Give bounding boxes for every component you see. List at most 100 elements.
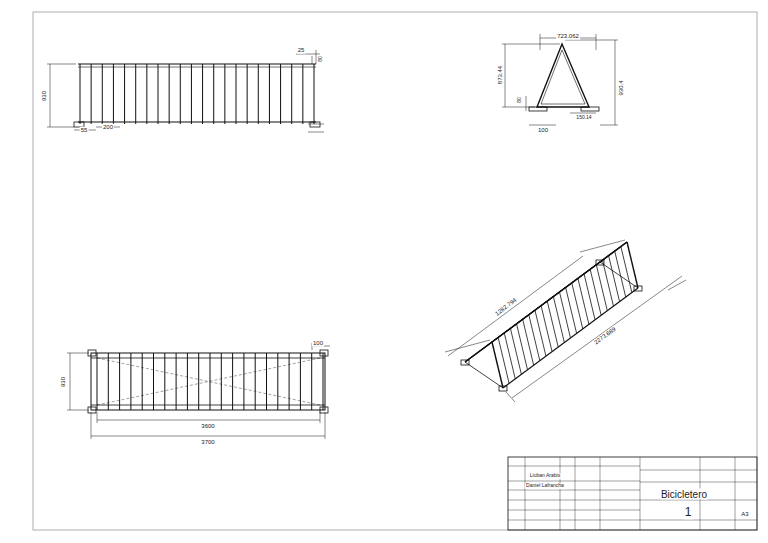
frame-bar [596, 265, 607, 311]
frame-bar [572, 283, 583, 329]
frame-rail [465, 262, 600, 362]
table-rule [508, 490, 640, 491]
dimension-line [308, 124, 324, 125]
frame-bar [142, 353, 143, 410]
dimension-line [570, 113, 596, 114]
frame-bar [180, 64, 181, 124]
frame-bar [492, 342, 503, 388]
frame-bar [300, 353, 301, 410]
table-rule [508, 500, 640, 501]
frame-bar [517, 324, 528, 370]
frame-bar [510, 328, 521, 374]
frame-bar [108, 353, 109, 410]
frame-bar [600, 262, 638, 288]
dimension-line [596, 34, 597, 50]
dimension-value: 930 [60, 376, 67, 388]
table-rule [560, 457, 561, 530]
frame-bar [164, 353, 165, 410]
frame-bar [146, 64, 147, 124]
base-plate [596, 260, 604, 265]
dimension-line [67, 410, 89, 411]
dimension-line [526, 96, 527, 111]
frame-bar [302, 64, 303, 124]
frame-bar [541, 306, 552, 352]
frame-bar [224, 64, 225, 124]
dimension-line [615, 40, 616, 125]
table-rule [640, 482, 757, 483]
dimension-value: 25 [297, 47, 306, 54]
dimension-line [502, 107, 535, 108]
frame-bar [213, 64, 214, 124]
frame-bar [97, 353, 98, 410]
frame-bar [578, 278, 589, 324]
frame-bar [311, 353, 312, 410]
dimension-line [97, 412, 98, 423]
frame-bar [187, 353, 188, 410]
frame-bar [560, 292, 571, 338]
table-rule [525, 457, 526, 530]
dimension-value: 100 [537, 127, 549, 134]
frame-bar [91, 405, 325, 406]
frame-bar [119, 353, 120, 410]
author-name: Daniel Lafrancha [525, 483, 565, 489]
frame-bar [210, 353, 211, 410]
dimension-line [668, 280, 686, 290]
dimension-line [296, 54, 320, 55]
frame-bar [523, 319, 534, 365]
frame-bar [247, 64, 248, 124]
frame-bar [547, 301, 558, 347]
dimension-line [47, 64, 76, 65]
table-rule [640, 500, 757, 501]
frame-bar [498, 337, 509, 383]
dimension-value: 3700 [200, 439, 215, 446]
drawing-title: Bicicletero [660, 489, 708, 500]
author-name: Liuban Arabis [529, 473, 561, 479]
dimension-line [97, 420, 320, 421]
base-plate [88, 350, 96, 356]
brace-line [97, 358, 320, 405]
frame-bar [627, 242, 638, 288]
frame-bar [169, 64, 170, 124]
frame-bar [124, 64, 125, 124]
dimension-line [512, 276, 682, 398]
frame-bar [535, 310, 546, 356]
frame-bar [102, 64, 103, 124]
dimension-value: 3600 [200, 423, 215, 430]
isometric-view [445, 240, 686, 402]
base-plate [581, 107, 599, 111]
frame-bar [553, 297, 564, 343]
table-rule [508, 510, 640, 511]
base-plate [634, 286, 642, 291]
frame-bar [266, 353, 267, 410]
dimension-value: 873.44 [497, 65, 504, 85]
dimension-line [502, 44, 560, 45]
frame-rail [503, 288, 638, 388]
dimension-line [91, 436, 325, 437]
base-plate [461, 360, 469, 365]
sheet-border [33, 12, 757, 530]
base-plate [529, 107, 547, 111]
dimension-line [312, 56, 313, 64]
frame-bar [232, 353, 233, 410]
dimension-line [320, 412, 321, 423]
dimension-value: 100 [312, 340, 324, 347]
frame-bar [269, 64, 270, 124]
frame-bar [130, 353, 131, 410]
base-plate [320, 407, 328, 413]
frame-bar [291, 64, 292, 124]
front-view [47, 50, 324, 132]
dimension-line [316, 50, 317, 64]
dimension-line [505, 44, 506, 107]
dimension-line [67, 353, 89, 354]
dimension-line [50, 64, 51, 127]
frame-bar [202, 64, 203, 124]
frame-bar [255, 353, 256, 410]
frame-bar [135, 64, 136, 124]
frame-bar [80, 64, 81, 124]
dimension-line [506, 392, 515, 402]
dimension-line [308, 132, 324, 133]
table-rule [640, 470, 757, 471]
base-plate [499, 386, 507, 391]
dimension-value: 80 [318, 55, 324, 63]
frame-bar [615, 251, 626, 297]
